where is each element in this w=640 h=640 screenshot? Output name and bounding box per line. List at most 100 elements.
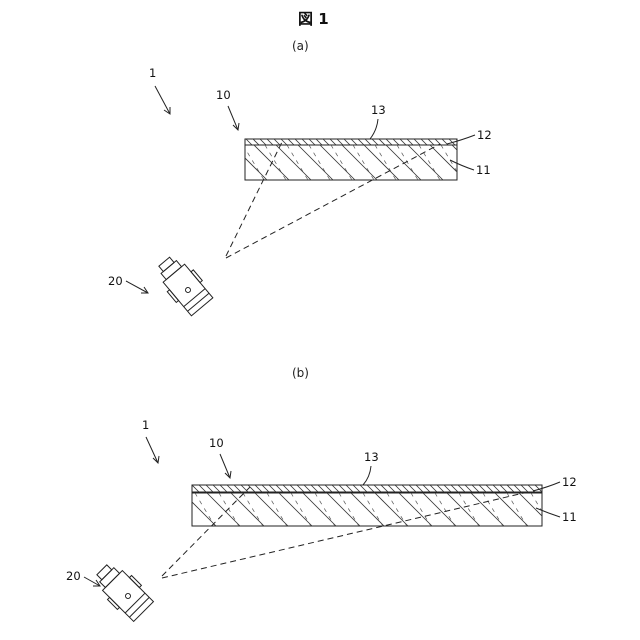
top-layer-hatch-line bbox=[430, 485, 437, 492]
top-layer-hatch-line bbox=[423, 485, 430, 492]
panel-a-arrow-panel-assembly bbox=[228, 106, 239, 130]
top-layer-hatch-line bbox=[407, 139, 413, 145]
base-layer-hatch-line bbox=[279, 493, 312, 526]
top-layer-hatch-line bbox=[185, 485, 192, 492]
base-layer-hatch-line bbox=[364, 145, 399, 180]
base-layer-hatch-line-dashed bbox=[579, 493, 599, 526]
top-layer-hatch-line bbox=[367, 485, 374, 492]
top-layer-hatch-line bbox=[493, 485, 500, 492]
top-layer-hatch-line bbox=[400, 139, 406, 145]
base-layer-hatch-line bbox=[276, 145, 311, 180]
base-layer-hatch-line bbox=[471, 493, 504, 526]
panel-a: (a) 1 10 13 12 11 20 bbox=[108, 39, 509, 318]
base-layer-hatch-line bbox=[342, 145, 377, 180]
top-layer-hatch-line bbox=[395, 485, 402, 492]
top-layer-hatch-line bbox=[332, 485, 339, 492]
top-layer-hatch-line bbox=[337, 139, 343, 145]
top-layer-hatch-line bbox=[295, 139, 301, 145]
base-layer-hatch-line-dashed bbox=[397, 145, 418, 180]
top-layer-hatch-line bbox=[372, 139, 378, 145]
panel-b-top-layer-hatch bbox=[185, 485, 549, 492]
top-layer-hatch-line bbox=[262, 485, 269, 492]
panel-b-label-system: 1 bbox=[142, 418, 149, 432]
panel-a-base-layer-hatch bbox=[210, 145, 509, 180]
panel-b-label-camera: 20 bbox=[66, 569, 81, 583]
base-layer-hatch-line bbox=[207, 493, 240, 526]
panel-b-base-layer-hatch bbox=[159, 493, 600, 526]
panel-a-sub-label: (a) bbox=[292, 39, 309, 53]
top-layer-hatch-line bbox=[323, 139, 329, 145]
base-layer-hatch-line bbox=[519, 493, 552, 526]
top-layer-hatch-line bbox=[360, 485, 367, 492]
panel-a-leader-top-layer bbox=[370, 119, 378, 139]
top-layer-hatch-line bbox=[435, 139, 441, 145]
top-layer-hatch-line bbox=[451, 485, 458, 492]
top-layer-hatch-line bbox=[276, 485, 283, 492]
top-layer-hatch-line bbox=[472, 485, 479, 492]
top-layer-hatch-line bbox=[414, 139, 420, 145]
panel-b-arrow-panel-assembly bbox=[220, 454, 231, 478]
top-layer-hatch-line bbox=[365, 139, 371, 145]
top-layer-hatch-line bbox=[274, 139, 280, 145]
top-layer-hatch-line bbox=[388, 485, 395, 492]
top-layer-hatch-line bbox=[374, 485, 381, 492]
base-layer-hatch-line bbox=[232, 145, 267, 180]
top-layer-hatch-line bbox=[304, 485, 311, 492]
top-layer-hatch-line bbox=[521, 485, 528, 492]
base-layer-hatch-line-dashed bbox=[419, 145, 440, 180]
base-layer-hatch-line bbox=[327, 493, 360, 526]
top-layer-hatch-line bbox=[351, 139, 357, 145]
base-layer-hatch-line bbox=[386, 145, 421, 180]
top-layer-hatch-line bbox=[309, 139, 315, 145]
top-layer-hatch-line bbox=[269, 485, 276, 492]
top-layer-hatch-line bbox=[316, 139, 322, 145]
top-layer-hatch-line bbox=[206, 485, 213, 492]
top-layer-hatch-line bbox=[421, 139, 427, 145]
panel-b-leader-top-layer bbox=[363, 466, 371, 485]
base-layer-hatch-line bbox=[159, 493, 192, 526]
top-layer-hatch-line bbox=[330, 139, 336, 145]
base-layer-hatch-line bbox=[303, 493, 336, 526]
panel-a-label-panel-assembly: 10 bbox=[216, 88, 231, 102]
base-layer-hatch-line-dashed bbox=[309, 145, 330, 180]
base-layer-hatch-line-dashed bbox=[171, 493, 191, 526]
base-layer-hatch-line bbox=[231, 493, 264, 526]
panel-b-arrow-system bbox=[146, 437, 159, 463]
base-layer-hatch-line bbox=[447, 493, 480, 526]
top-layer-hatch-line bbox=[325, 485, 332, 492]
top-layer-hatch-line bbox=[358, 139, 364, 145]
base-layer-hatch-line bbox=[375, 493, 408, 526]
panel-b-label-panel-assembly: 10 bbox=[209, 436, 224, 450]
base-layer-hatch-line-dashed bbox=[265, 145, 286, 180]
base-layer-hatch-line bbox=[495, 493, 528, 526]
base-layer-hatch-line bbox=[408, 145, 443, 180]
panel-b-camera-arrow bbox=[84, 577, 100, 586]
top-layer-hatch-line bbox=[479, 485, 486, 492]
top-layer-hatch-line bbox=[416, 485, 423, 492]
top-layer-hatch-line bbox=[227, 485, 234, 492]
panel-a-arrow-system bbox=[155, 86, 170, 114]
panel-a-camera bbox=[151, 251, 215, 318]
panel-a-plate bbox=[210, 139, 509, 180]
panel-a-label-top-layer: 13 bbox=[371, 103, 386, 117]
top-layer-hatch-line bbox=[465, 485, 472, 492]
top-layer-hatch-line bbox=[428, 139, 434, 145]
top-layer-hatch-line bbox=[192, 485, 199, 492]
top-layer-hatch-line bbox=[288, 139, 294, 145]
base-layer-hatch-line bbox=[183, 493, 216, 526]
top-layer-hatch-line bbox=[386, 139, 392, 145]
top-layer-hatch-line bbox=[507, 485, 514, 492]
panel-b: (b) 1 10 13 12 11 20 bbox=[66, 366, 600, 624]
top-layer-hatch-line bbox=[379, 139, 385, 145]
panel-b-camera bbox=[90, 558, 156, 624]
top-layer-hatch-line bbox=[409, 485, 416, 492]
top-layer-hatch-line bbox=[241, 485, 248, 492]
panel-b-label-top-layer: 13 bbox=[364, 450, 379, 464]
base-layer-hatch-line bbox=[210, 145, 245, 180]
top-layer-hatch-line bbox=[290, 485, 297, 492]
panel-b-sub-label: (b) bbox=[292, 366, 309, 380]
panel-b-label-base-layer: 11 bbox=[562, 510, 577, 524]
top-layer-hatch-line bbox=[444, 485, 451, 492]
base-layer-hatch-line bbox=[351, 493, 384, 526]
